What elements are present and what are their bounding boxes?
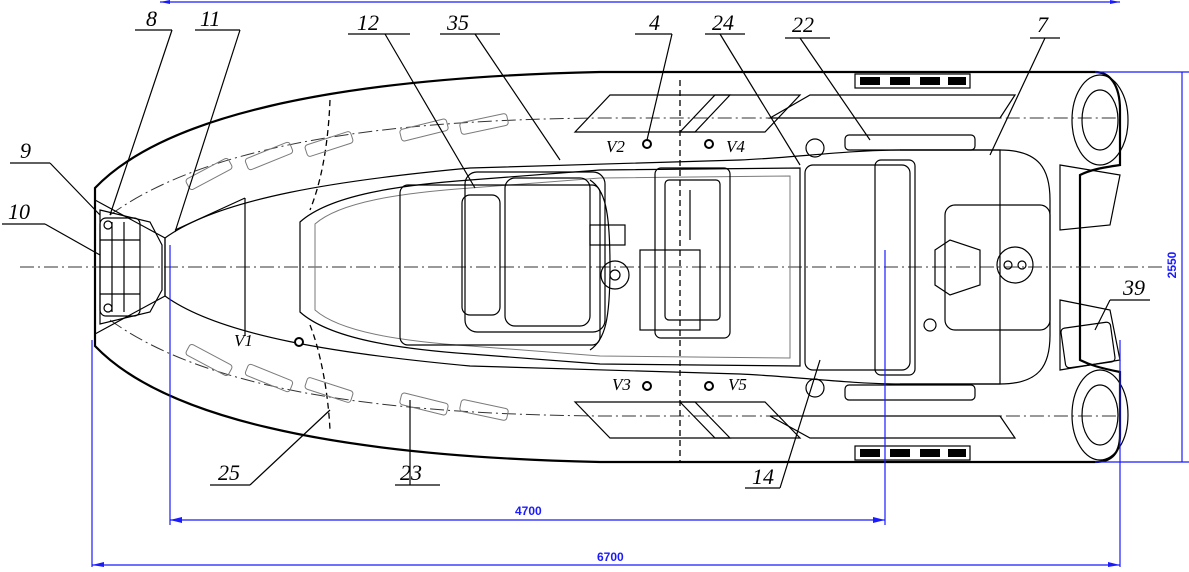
helm-console <box>461 171 630 351</box>
bow-section <box>94 197 246 336</box>
brand-badge-top <box>854 73 971 89</box>
callout-39: 39 <box>1122 275 1145 300</box>
helm-seat <box>639 167 731 339</box>
valve-markers <box>294 139 714 391</box>
dimension-label-4700: 4700 <box>515 504 542 518</box>
callout-9: 9 <box>20 138 31 163</box>
deck-divider-forward <box>309 99 331 211</box>
dimension-label-2550: 2550 <box>1165 251 1179 278</box>
grip-pads <box>573 94 1017 439</box>
dimension-label-6700: 6700 <box>597 550 624 564</box>
callout-23: 23 <box>400 460 422 485</box>
aft-deck <box>804 134 1051 401</box>
callout-25: 25 <box>218 460 240 485</box>
dimension-overall-length <box>91 340 1121 567</box>
callout-12: 12 <box>357 10 379 35</box>
callout-10: 10 <box>8 199 30 224</box>
top-dimension-line <box>160 0 1120 4</box>
callout-7: 7 <box>1037 12 1049 37</box>
valve-label-v3: V3 <box>612 375 631 394</box>
callout-4: 4 <box>649 10 660 35</box>
callout-8: 8 <box>146 6 157 31</box>
callout-22: 22 <box>792 12 814 37</box>
valve-label-v2: V2 <box>606 137 625 156</box>
valve-label-v4: V4 <box>726 137 745 156</box>
callout-24: 24 <box>712 10 734 35</box>
deck-divider-forward-bottom <box>309 324 331 431</box>
tube-centerline-bottom <box>109 319 1120 417</box>
callout-35: 35 <box>446 10 469 35</box>
valve-label-v1: V1 <box>234 331 253 350</box>
dimension-beam <box>1095 71 1189 463</box>
rub-pads <box>185 113 509 421</box>
callout-14: 14 <box>752 464 774 489</box>
callout-leaders <box>2 29 1150 489</box>
callout-11: 11 <box>200 6 220 31</box>
dimension-inner-length <box>169 245 886 525</box>
brand-badge-bottom <box>854 445 971 461</box>
tube-centerline-top <box>109 117 1120 216</box>
valve-label-v5: V5 <box>728 375 747 394</box>
cockpit-outline <box>299 167 801 367</box>
forward-sunpad <box>399 184 601 346</box>
